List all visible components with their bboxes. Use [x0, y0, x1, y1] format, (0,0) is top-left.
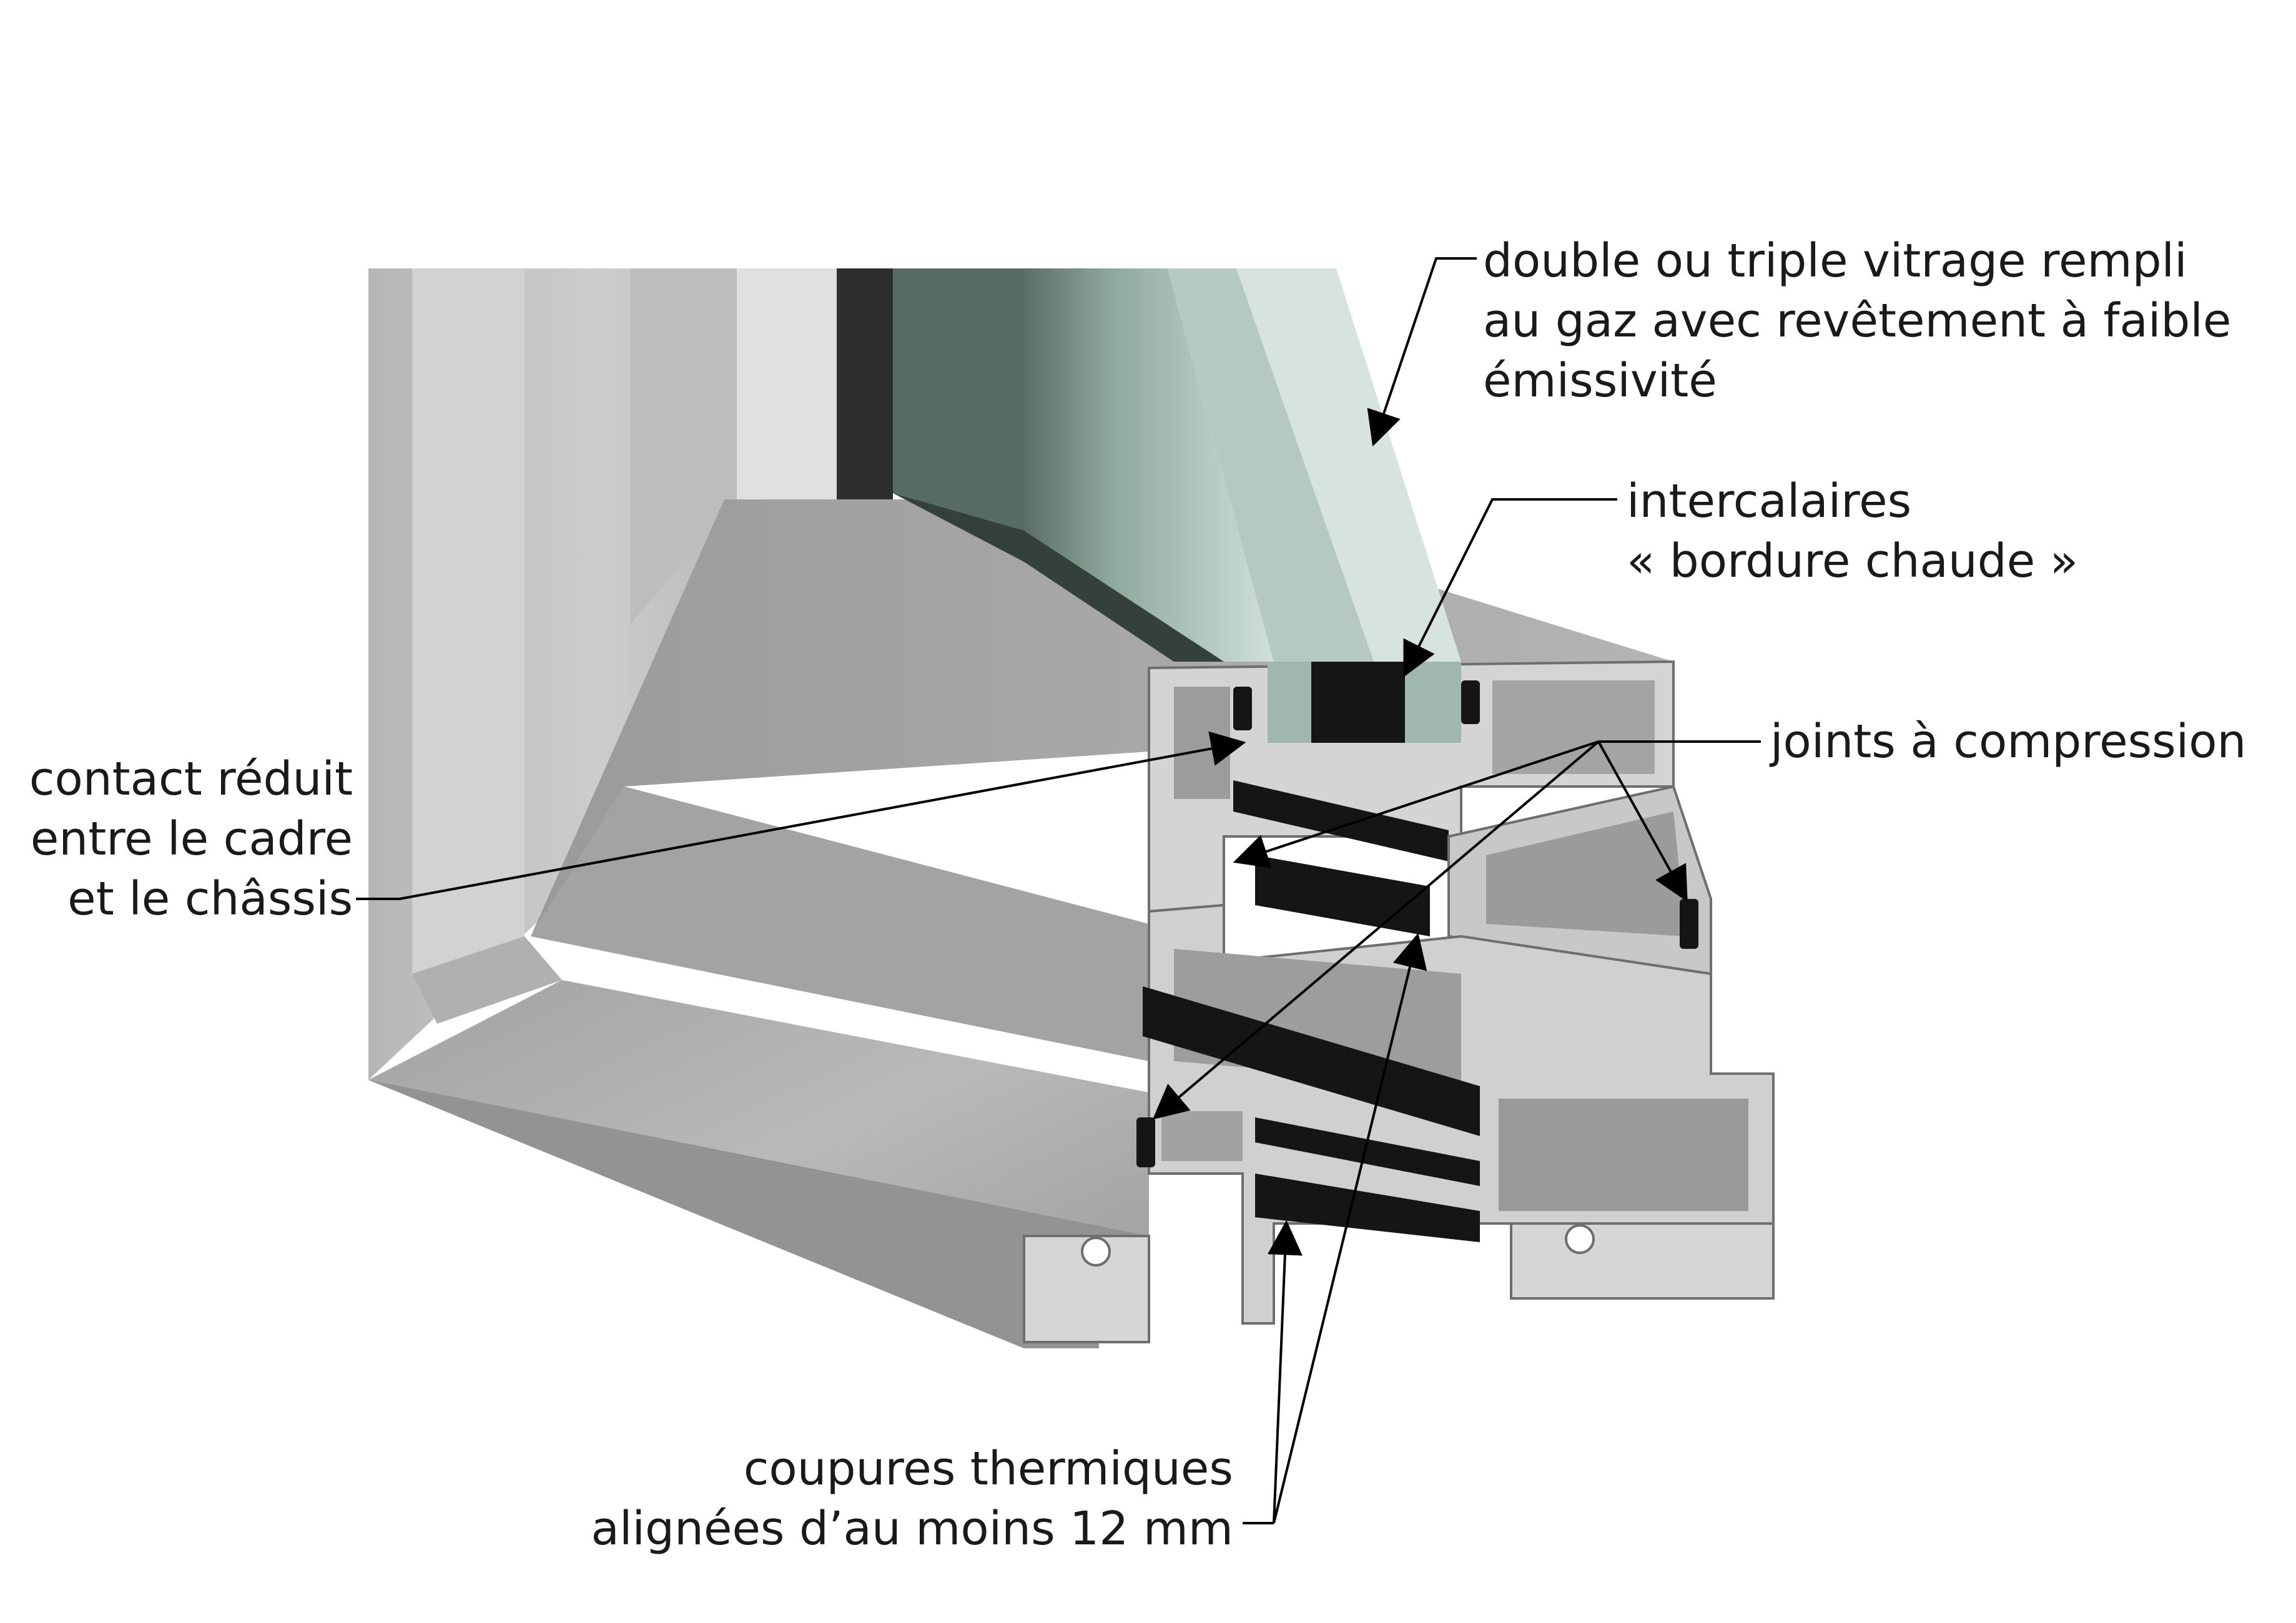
sill-bottom-face: [368, 1080, 1149, 1348]
callout-spacers: intercalaires « bordure chaude »: [1627, 471, 2078, 591]
leader-glazing: [1367, 257, 1477, 447]
glass-edge-strip: [893, 493, 1224, 662]
glass-pane-3: [1168, 268, 1374, 662]
glass-pane-1: [893, 268, 1024, 531]
sash-chamber-1: [1174, 687, 1230, 799]
leader-breaks-2: [1273, 933, 1427, 1524]
leader-gaskets-2: [1152, 740, 1600, 1120]
leader-gaskets-1: [1597, 741, 1688, 902]
callout-glazing-line-1: double ou triple vitrage rempli: [1483, 234, 2187, 288]
callout-contact-line-2: entre le cadre: [30, 812, 353, 866]
screw-port-right: [1565, 1224, 1595, 1254]
frame-bottom-lip-left: [1023, 1235, 1150, 1343]
frame-chamber-right: [1499, 1099, 1748, 1211]
glass-pane-4: [1236, 268, 1461, 662]
callout-breaks-line-1: coupures thermiques: [743, 1442, 1233, 1496]
sill-edge-strip: [412, 936, 562, 1024]
callout-glazing: double ou triple vitrage rempli au gaz a…: [1483, 231, 2231, 411]
frame-body: [368, 268, 1673, 1348]
frame-bottom-lip-right: [1510, 1222, 1775, 1300]
glass-pane-back: [837, 268, 893, 499]
leader-gaskets-3: [1233, 740, 1599, 868]
sash-gasket-right: [1461, 680, 1480, 724]
leader-breaks-1: [1267, 1220, 1303, 1524]
sill-bevel-mid: [531, 787, 1149, 1061]
callout-glazing-line-3: émissivité: [1483, 354, 1717, 408]
screw-port-left: [1081, 1237, 1111, 1267]
leader-contact: [356, 731, 1246, 900]
right-gasket: [1680, 899, 1698, 949]
callout-contact: contact réduit entre le cadre et le châs…: [0, 749, 353, 929]
callout-contact-line-1: contact réduit: [29, 752, 353, 806]
left-jamb-inner-bevel: [631, 268, 737, 624]
sash-gasket-left: [1233, 687, 1252, 730]
sash-thermal-break-1: [1233, 780, 1449, 861]
callout-glazing-line-2: au gaz avec revêtement à faible: [1483, 294, 2232, 348]
right-upper-chamber: [1486, 812, 1686, 936]
spacer-warm-edge: [1311, 662, 1405, 743]
leader-lines: [356, 257, 1761, 1524]
frame-chamber-left: [1161, 1111, 1243, 1161]
sash-chamber-2: [1492, 680, 1655, 774]
glass-pane-2: [1024, 268, 1274, 662]
left-jamb-highlight: [737, 268, 837, 499]
callout-contact-line-3: et le châssis: [67, 872, 353, 926]
callout-gaskets: joints à compression: [1770, 712, 2246, 772]
glazing-unit: [837, 268, 1461, 662]
callout-gaskets-line-1: joints à compression: [1770, 715, 2247, 768]
callout-breaks: coupures thermiques alignées d’au moins …: [437, 1439, 1233, 1559]
leader-spacers: [1403, 498, 1617, 678]
callout-breaks-line-2: alignées d’au moins 12 mm: [591, 1502, 1233, 1556]
frame-thermal-break-1: [1143, 986, 1480, 1136]
callout-spacers-line-1: intercalaires: [1627, 474, 1912, 528]
left-jamb-inner-step: [412, 268, 525, 974]
frame-thermal-break-3: [1255, 1174, 1480, 1242]
sash-thermal-break-2: [1255, 855, 1430, 936]
callout-spacers-line-2: « bordure chaude »: [1627, 534, 2079, 588]
frame-gasket-left: [1136, 1117, 1155, 1167]
frame-thermal-break-2: [1255, 1117, 1480, 1186]
